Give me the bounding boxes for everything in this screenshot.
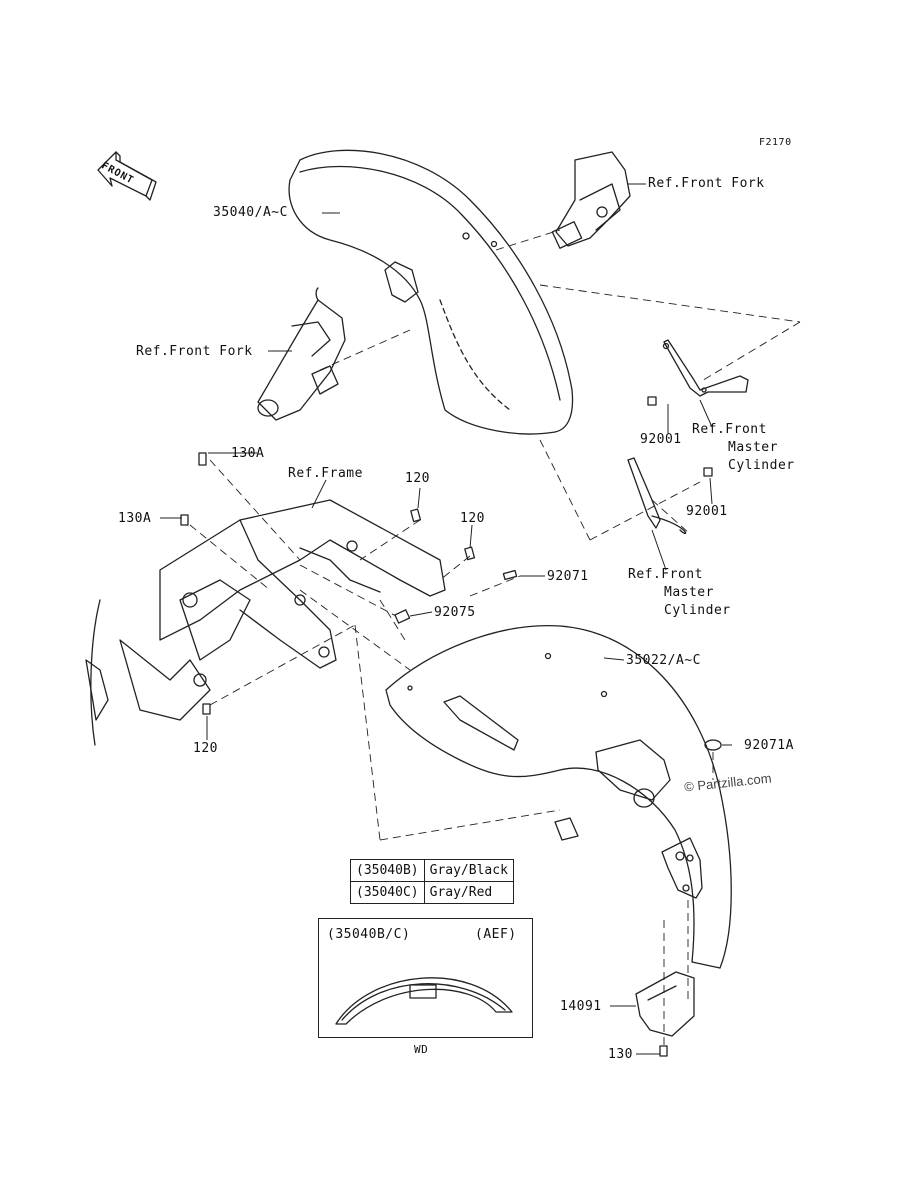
part-130A-top-label[interactable]: 130A — [231, 446, 265, 461]
front-fender-illustration — [288, 149, 574, 435]
part-130-label[interactable]: 130 — [608, 1047, 633, 1062]
inset-fender-illustration — [335, 977, 513, 1025]
part-120-c-label[interactable]: 120 — [193, 741, 218, 756]
front-fork-right-illustration — [551, 151, 631, 249]
part-92001-left-label[interactable]: 92001 — [640, 432, 682, 447]
table-row: (35040C) Gray/Red — [350, 881, 514, 904]
front-fork-left-illustration — [257, 287, 346, 421]
color-table: (35040B) Gray/Black (35040C) Gray/Red — [350, 859, 514, 904]
ref-master-cylinder-lower-line2[interactable]: Master — [664, 585, 714, 600]
inset-caption: WD — [414, 1043, 429, 1056]
part-120-b-label[interactable]: 120 — [460, 511, 485, 526]
part-120-a-label[interactable]: 120 — [405, 471, 430, 486]
ref-front-fork-left-label[interactable]: Ref.Front Fork — [136, 344, 253, 359]
ref-master-cylinder-upper-line2[interactable]: Master — [728, 440, 778, 455]
fasteners — [180, 396, 722, 1057]
part-35040-label[interactable]: 35040/A~C — [213, 205, 288, 220]
frame-illustration — [85, 499, 446, 746]
part-92075-label[interactable]: 92075 — [434, 605, 476, 620]
part-35022-label[interactable]: 35022/A~C — [626, 653, 701, 668]
table-row: (35040B) Gray/Black — [350, 859, 514, 882]
part-92071A-label[interactable]: 92071A — [744, 738, 794, 753]
color-code-cell: (35040C) — [350, 881, 425, 904]
ref-front-fork-upper-label[interactable]: Ref.Front Fork — [648, 176, 765, 191]
ref-master-cylinder-lower-line1[interactable]: Ref.Front — [628, 567, 703, 582]
part-14091-label[interactable]: 14091 — [560, 999, 602, 1014]
part-130A-left-label[interactable]: 130A — [118, 511, 152, 526]
ref-master-cylinder-upper-line1[interactable]: Ref.Front — [692, 422, 767, 437]
part-92071-label[interactable]: 92071 — [547, 569, 589, 584]
front-arrow-icon — [97, 151, 157, 201]
color-code-cell: (35040B) — [350, 859, 425, 882]
master-cylinder-bracket-lower — [627, 457, 687, 535]
color-name-cell: Gray/Red — [423, 881, 514, 904]
inset-code-label: (35040B/C) — [327, 927, 411, 942]
rear-fender-illustration — [385, 624, 732, 969]
inset-box: (35040B/C) (AEF) — [318, 918, 533, 1038]
ref-master-cylinder-lower-line3[interactable]: Cylinder — [664, 603, 731, 618]
master-cylinder-bracket-upper — [662, 339, 749, 397]
ref-master-cylinder-upper-line3[interactable]: Cylinder — [728, 458, 795, 473]
bracket-14091-illustration — [635, 971, 695, 1037]
ref-frame-label[interactable]: Ref.Frame — [288, 466, 363, 481]
color-name-cell: Gray/Black — [423, 859, 514, 882]
inset-market-label: (AEF) — [475, 927, 517, 942]
watermark-symbol: © — [683, 778, 695, 795]
figure-code: F2170 — [759, 137, 792, 148]
part-92001-right-label[interactable]: 92001 — [686, 504, 728, 519]
